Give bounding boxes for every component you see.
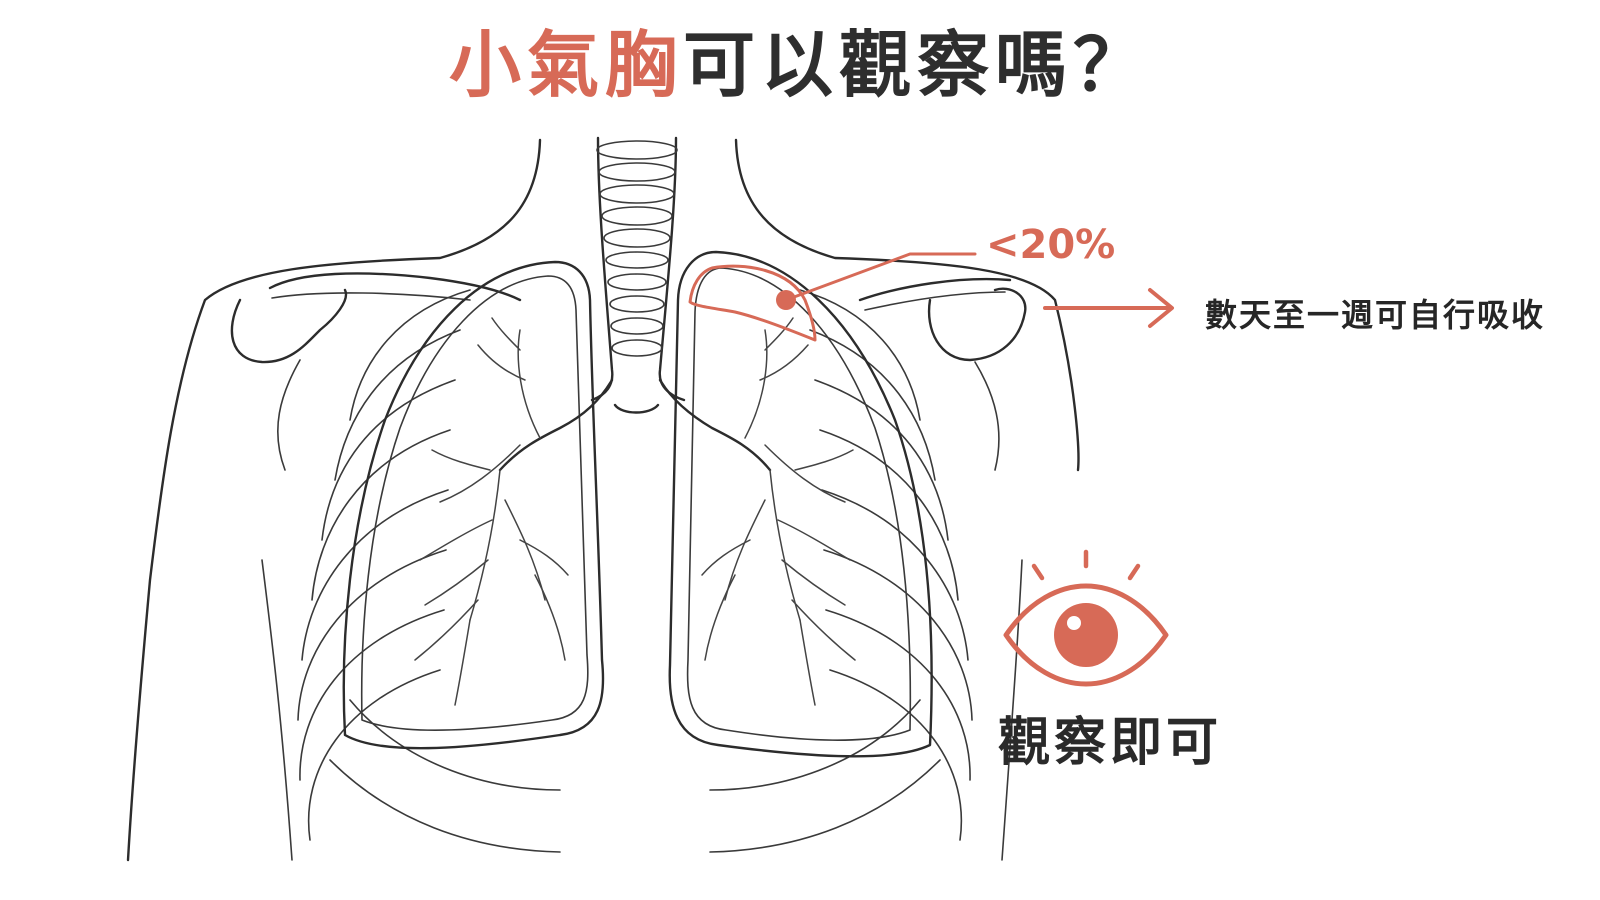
title-rest: 可以觀察嗎？ xyxy=(683,23,1152,107)
pointer-dot xyxy=(776,290,796,310)
percentage-label: <20% xyxy=(986,222,1116,268)
bronchi xyxy=(414,317,856,706)
eye-icon xyxy=(1003,549,1169,687)
leader-line xyxy=(784,252,977,302)
trachea xyxy=(590,136,686,402)
ribcage xyxy=(297,289,973,853)
torso-outline xyxy=(126,138,1080,862)
trachea-rings xyxy=(596,140,678,357)
title-highlight: 小氣胸 xyxy=(448,23,683,107)
page-title: 小氣胸可以觀察嗎？ xyxy=(0,22,1600,108)
left-lung xyxy=(668,250,933,758)
observe-caption: 觀察即可 xyxy=(998,713,1223,773)
arrow-right-icon xyxy=(1043,288,1174,328)
absorption-note: 數天至一週可自行吸收 xyxy=(1205,296,1546,334)
right-lung xyxy=(342,260,605,750)
clavicles xyxy=(230,272,1027,471)
pneumothorax-area xyxy=(688,264,817,342)
